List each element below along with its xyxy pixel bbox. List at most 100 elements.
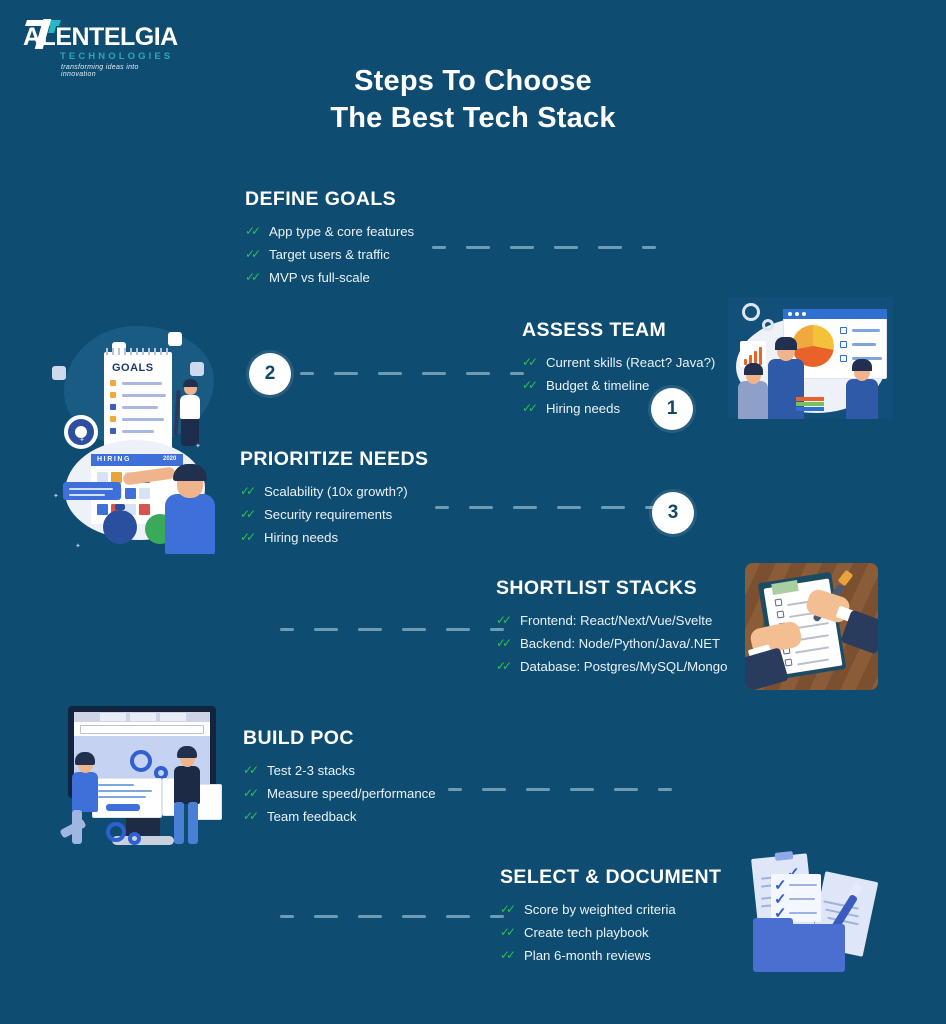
list-item: ✓✓ App type & core features xyxy=(245,220,414,243)
step-2-connector xyxy=(300,372,524,375)
bullet-text: Budget & timeline xyxy=(546,378,650,393)
double-check-icon: ✓✓ xyxy=(243,786,259,800)
list-item: ✓✓ Target users & traffic xyxy=(245,243,414,266)
brand-logo: ALENTELGIA TECHNOLOGIES transforming ide… xyxy=(23,18,178,78)
step-1-connector xyxy=(432,246,656,249)
double-check-icon: ✓✓ xyxy=(500,948,516,962)
step-1-heading: DEFINE GOALS xyxy=(245,188,397,210)
bullet-text: Team feedback xyxy=(267,809,357,824)
bullet-text: Plan 6-month reviews xyxy=(524,948,651,963)
step-3-connector xyxy=(435,506,659,509)
bullet-text: Database: Postgres/MySQL/Mongo xyxy=(520,659,728,674)
list-item: ✓✓ Scalability (10x growth?) xyxy=(240,480,428,503)
double-check-icon: ✓✓ xyxy=(240,507,256,521)
bullet-text: Target users & traffic xyxy=(269,247,390,262)
double-check-icon: ✓✓ xyxy=(522,401,538,415)
bullet-text: Current skills (React? Java?) xyxy=(546,355,716,370)
step-4: 4 SHORTLIST STACKS ✓✓Frontend: React/Nex… xyxy=(0,563,946,693)
step-2-heading: ASSESS TEAM xyxy=(522,319,667,341)
hiring-board-illustration: ✦ ✦ ✦ ✦ HIRING 2020 xyxy=(45,432,240,557)
step-2-text: ASSESS TEAM ✓✓ Current skills (React? Jav… xyxy=(522,319,715,420)
notepad-label: GOALS xyxy=(112,362,154,374)
double-check-icon: ✓✓ xyxy=(496,659,512,673)
step-3-heading: PRIORITIZE NEEDS xyxy=(240,448,429,470)
list-item: ✓✓ Measure speed/performance xyxy=(243,782,436,805)
hiring-board-year: 2020 xyxy=(163,456,177,462)
bullet-text: MVP vs full-scale xyxy=(269,270,370,285)
list-item: ✓✓ Security requirements xyxy=(240,503,428,526)
bullet-text: Hiring needs xyxy=(546,401,621,416)
bullet-text: Frontend: React/Next/Vue/Svelte xyxy=(520,613,713,628)
list-item: ✓✓ Backend: Node/Python/Java/.NET xyxy=(496,632,727,655)
double-check-icon: ✓✓ xyxy=(522,378,538,392)
step-2-bullet-list: ✓✓ Current skills (React? Java?) ✓✓ Budget… xyxy=(522,351,715,420)
step-5-text: BUILD POC ✓✓Test 2-3 stacks ✓✓Measure sp… xyxy=(243,727,436,828)
list-item: ✓✓Hiring needs xyxy=(240,526,428,549)
list-item: ✓✓ Create tech playbook xyxy=(500,921,721,944)
double-check-icon: ✓✓ xyxy=(496,636,512,650)
list-item: ✓✓ Hiring needs xyxy=(522,397,715,420)
bullet-text: Create tech playbook xyxy=(524,925,649,940)
documents-folder-illustration: ✓ ✓ ✓ ✓ xyxy=(745,848,885,976)
bullet-text: App type & core features xyxy=(269,224,415,239)
step-3-number-badge: 3 xyxy=(652,492,694,534)
step-4-text: SHORTLIST STACKS ✓✓ Frontend: React/Next/… xyxy=(496,577,727,678)
list-item: ✓✓ Budget & timeline xyxy=(522,374,715,397)
bullet-text: Backend: Node/Python/Java/.NET xyxy=(520,636,721,651)
double-check-icon: ✓✓ xyxy=(496,613,512,627)
step-6-bullet-list: ✓✓ Score by weighted criteria ✓✓ Create te… xyxy=(500,898,721,967)
brand-subtitle: TECHNOLOGIES xyxy=(60,51,174,62)
team-meeting-illustration xyxy=(728,297,893,419)
website-build-illustration xyxy=(50,700,245,855)
double-check-icon: ✓✓ xyxy=(245,224,261,238)
step-2-number-badge: 2 xyxy=(249,353,291,395)
list-item: ✓✓ MVP vs full-scale xyxy=(245,266,414,289)
step-5-heading: BUILD POC xyxy=(243,727,354,749)
list-item: ✓✓ Team feedback xyxy=(243,805,436,828)
step-1-text: DEFINE GOALS ✓✓ App type & core features … xyxy=(245,188,414,289)
step-2: 2 ASSESS TEAM ✓✓ Current skills (React? J… xyxy=(0,297,946,427)
list-item: ✓✓Test 2-3 stacks xyxy=(243,759,436,782)
double-check-icon: ✓✓ xyxy=(240,530,256,544)
step-6-connector xyxy=(280,915,504,918)
step-5-bullet-list: ✓✓Test 2-3 stacks ✓✓Measure speed/perfor… xyxy=(243,759,436,828)
double-check-icon: ✓✓ xyxy=(500,902,516,916)
step-3-text: PRIORITIZE NEEDS ✓✓ Scalability (10x grow… xyxy=(240,448,428,549)
bullet-text: Test 2-3 stacks xyxy=(267,763,355,778)
double-check-icon: ✓✓ xyxy=(240,484,256,498)
bullet-text: Security requirements xyxy=(264,507,393,522)
step-1-bullet-list: ✓✓ App type & core features ✓✓ Target user… xyxy=(245,220,414,289)
page-title-line-2: The Best Tech Stack xyxy=(330,102,616,134)
clipboard-checklist-illustration xyxy=(745,563,878,690)
step-1-number-badge: 1 xyxy=(651,388,693,430)
step-5-connector xyxy=(448,788,672,791)
double-check-icon: ✓✓ xyxy=(243,809,259,823)
step-5: BUILD POC ✓✓Test 2-3 stacks ✓✓Measure sp… xyxy=(0,700,946,855)
list-item: ✓✓ Current skills (React? Java?) xyxy=(522,351,715,374)
step-4-connector xyxy=(280,628,504,631)
bullet-text: Scalability (10x growth?) xyxy=(264,484,408,499)
step-3-bullet-list: ✓✓ Scalability (10x growth?) ✓✓ Security r… xyxy=(240,480,428,549)
step-4-bullet-list: ✓✓ Frontend: React/Next/Vue/Svelte ✓✓ Back… xyxy=(496,609,727,678)
step-1: GOALS DEFINE GOALS xyxy=(0,160,946,452)
double-check-icon: ✓✓ xyxy=(500,925,516,939)
list-item: ✓✓ Plan 6-month reviews xyxy=(500,944,721,967)
double-check-icon: ✓✓ xyxy=(522,355,538,369)
double-check-icon: ✓✓ xyxy=(245,270,261,284)
step-3: ✦ ✦ ✦ ✦ HIRING 2020 xyxy=(0,432,946,562)
list-item: ✓✓ Frontend: React/Next/Vue/Svelte xyxy=(496,609,727,632)
bullet-text: Score by weighted criteria xyxy=(524,902,676,917)
step-6-heading: SELECT & DOCUMENT xyxy=(500,866,722,888)
brand-tagline: transforming ideas into innovation xyxy=(61,64,139,78)
step-6-text: SELECT & DOCUMENT ✓✓ Score by weighted cr… xyxy=(500,866,721,967)
list-item: ✓✓ Database: Postgres/MySQL/Mongo xyxy=(496,655,727,678)
double-check-icon: ✓✓ xyxy=(245,247,261,261)
goals-notepad-illustration: GOALS xyxy=(42,320,247,460)
logo-wordmark: ALENTELGIA xyxy=(23,18,178,50)
page-title: Steps To Choose The Best Tech Stack xyxy=(0,63,946,137)
bullet-text: Measure speed/performance xyxy=(267,786,436,801)
step-4-heading: SHORTLIST STACKS xyxy=(496,577,698,599)
step-6: 6 SELECT & DOCUMENT ✓✓Score by weighted … xyxy=(0,848,946,978)
list-item: ✓✓ Score by weighted criteria xyxy=(500,898,721,921)
